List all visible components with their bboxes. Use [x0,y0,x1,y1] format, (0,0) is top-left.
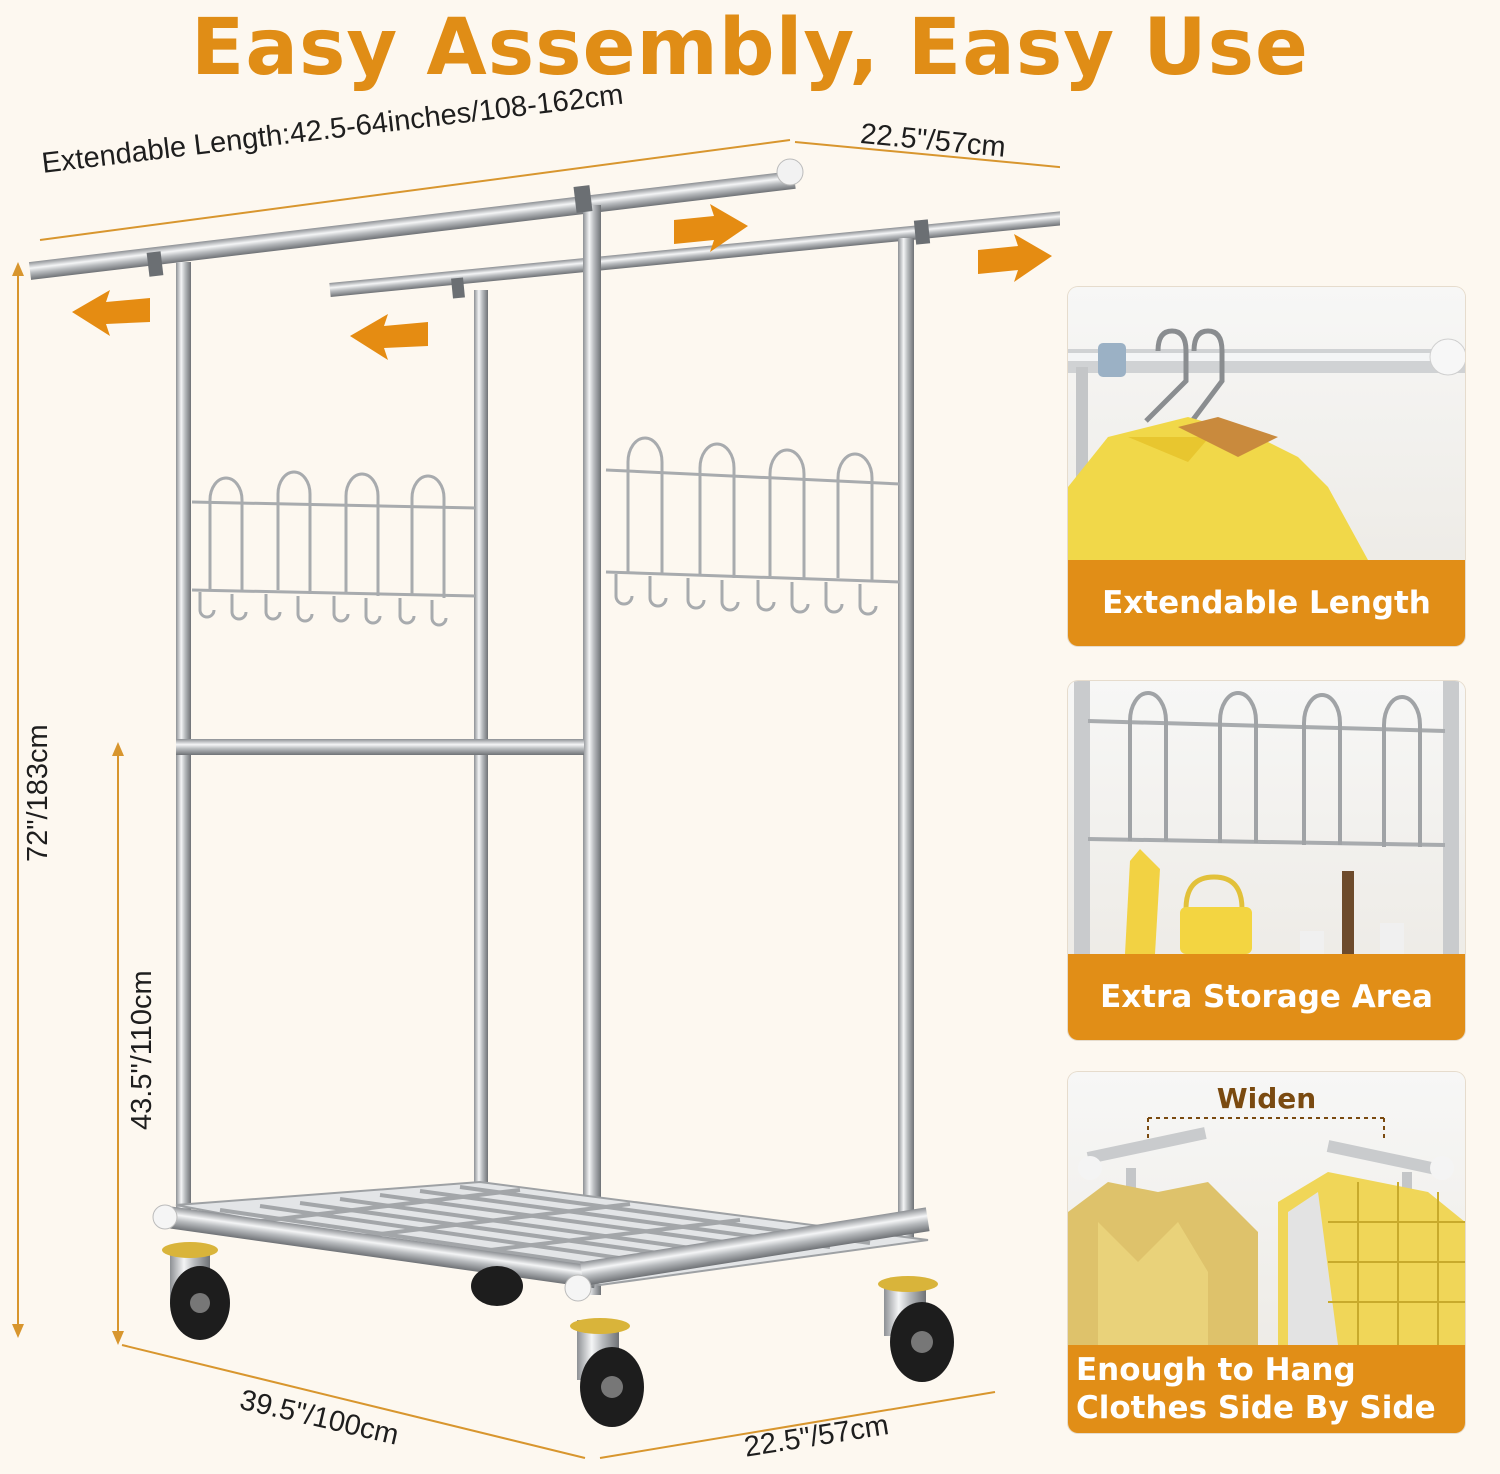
caster-wheel-icon [878,1276,954,1382]
widen-badge: Widen [1216,1082,1317,1115]
total-height-label: 72"/183cm [22,724,54,862]
arrow-left-icon [350,314,428,360]
side-by-side-closeup [1068,1117,1465,1345]
caster-wheel-icon [471,1266,523,1306]
side-by-side-label: Enough to Hang Clothes Side By Side [1068,1345,1465,1433]
clothes-rack-illustration [12,139,1060,1459]
hook-rack-left [191,470,477,627]
caster-wheel-icon [162,1242,230,1340]
arrow-left-icon [72,290,150,336]
side-by-side-label-line2: Clothes Side By Side [1076,1390,1436,1426]
dimension-arrowheads [12,262,124,1345]
lower-height-label: 43.5"/110cm [126,970,158,1130]
arrow-right-icon [978,234,1052,282]
side-by-side-label-line1: Enough to Hang [1076,1352,1356,1388]
arrow-right-icon [674,204,748,252]
storage-hooks-closeup [1074,681,1459,954]
feature-panel-extendable: Extendable Length [1068,287,1465,646]
feature-panel-storage: Extra Storage Area [1068,681,1465,1040]
hook-rack-right [605,436,901,616]
headline: Easy Assembly, Easy Use [191,3,1309,93]
extra-storage-label: Extra Storage Area [1068,954,1465,1040]
feature-panel-side-by-side: Widen Enough to Hang Clothes Side By Sid… [1068,1072,1465,1433]
extendable-length-label: Extendable Length [1068,560,1465,646]
extendable-bar-closeup [1068,328,1465,560]
caster-wheel-icon [570,1318,644,1427]
dimension-lines [17,139,1060,1459]
